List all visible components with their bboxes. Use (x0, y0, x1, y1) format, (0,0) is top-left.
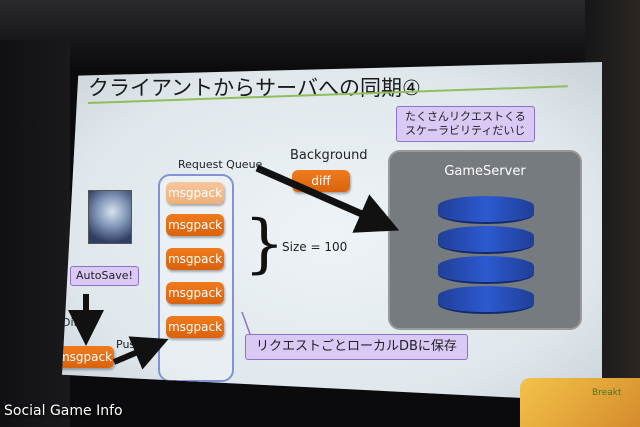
push-arrow (112, 336, 169, 370)
request-queue-box: msgpack msgpack msgpack msgpack msgpack (158, 174, 234, 382)
autosave-bubble: AutoSave! (70, 266, 139, 286)
queue-item: msgpack (166, 282, 224, 304)
background-label: Background (290, 148, 368, 163)
database-icon-band (438, 256, 534, 284)
ceiling (0, 0, 640, 70)
callout-line-1: たくさんリクエストくる (405, 110, 526, 123)
presentation-slide: クライアントからサーバへの同期④ たくさんリクエストくる スケーラビリティだいじ… (62, 62, 602, 402)
scalability-callout: たくさんリクエストくる スケーラビリティだいじ (396, 106, 535, 142)
game-avatar-image (88, 190, 132, 244)
background-arrow (255, 164, 400, 233)
callout-pointer (241, 311, 251, 335)
left-wall (0, 40, 70, 427)
request-queue-label: Request Queue (178, 158, 263, 171)
watermark-logo: Social Game Info (4, 403, 123, 419)
database-icon (438, 196, 534, 224)
queue-item: msgpack (166, 248, 224, 270)
stage-sign (520, 378, 640, 427)
callout-line-2: スケーラビリティだいじ (405, 124, 526, 137)
size-brace: } (244, 207, 285, 281)
game-server-box: GameServer (388, 150, 582, 330)
queue-item: msgpack (166, 182, 224, 204)
local-db-callout: リクエストごとローカルDBに保存 (245, 334, 468, 360)
server-title: GameServer (444, 164, 526, 179)
client-msgpack-pill: msgpack (62, 346, 114, 368)
flow-arrows (68, 164, 400, 370)
queue-item: msgpack (166, 316, 224, 338)
queue-item: msgpack (166, 214, 224, 236)
database-icon-band (438, 286, 534, 314)
database-icon-band (438, 226, 534, 254)
size-label: Size = 100 (282, 240, 348, 254)
stage-sign-text: Breakt (592, 388, 622, 398)
